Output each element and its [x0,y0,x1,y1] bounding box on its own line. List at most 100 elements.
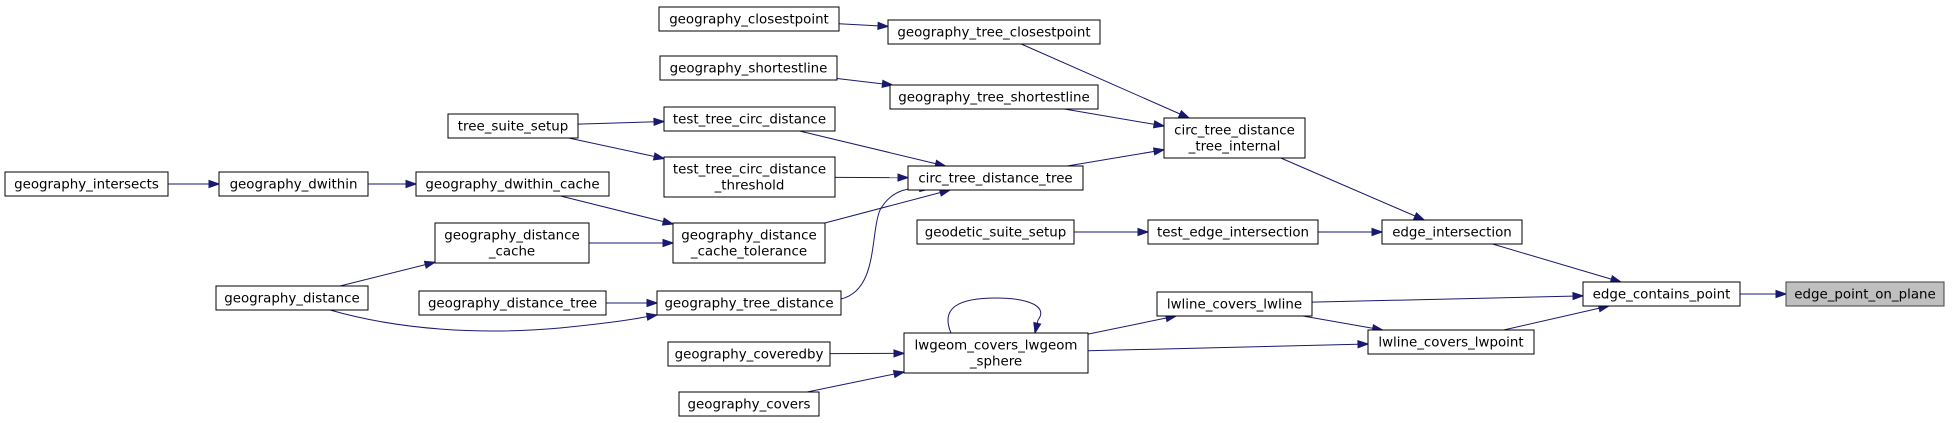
edge-test_edge_intersection-to-edge_intersection [1318,227,1384,237]
edge-line [807,371,905,393]
edge-geography_distance-to-geography_distance_cache [339,260,437,287]
node-box [415,171,610,197]
arrowhead [1572,291,1585,301]
node-lwline-covers-lwline[interactable]: lwline_covers_lwline [1156,291,1313,317]
edge-line [1021,43,1190,119]
node-geography-distance-cache[interactable]: geography_distance_cache [434,222,590,264]
edge-geography_covers-to-lwgeom_covers_lwgeom_sphere [807,370,906,393]
edge-geography_coveredby-to-lwgeom_covers_lwgeom_sphere [829,349,906,358]
edge-geography_distance_tree-to-geography_tree_distance [606,298,659,308]
node-geography-distance[interactable]: geography_distance [215,285,369,311]
edge-geography_shortestline-to-geography_tree_shortestline [836,77,894,88]
node-label: geography_distance [681,229,817,244]
arrowhead [1412,211,1426,221]
edge-line [1280,157,1425,221]
edge-line [568,137,665,160]
edge-line [947,297,1042,334]
node-circ-tree-distance-tree-internal[interactable]: circ_tree_distance_tree_internal [1163,117,1306,159]
edge-line [339,261,436,287]
node-box [447,113,579,139]
node-box [418,290,607,316]
node-box [1163,117,1306,159]
node-label: edge_point_on_plane [1794,288,1936,303]
node-box [903,332,1089,374]
node-geography-distance-cache-tolerance[interactable]: geography_distance_cache_tolerance [672,222,826,264]
node-label: lwline_covers_lwpoint [1378,336,1523,351]
node-label: _cache [488,245,535,260]
node-box [887,19,1101,45]
node-box [215,285,369,311]
node-tree-suite-setup[interactable]: tree_suite_setup [447,113,579,139]
edge-line [1302,315,1383,331]
node-box [658,6,840,32]
edge-edge_intersection-to-edge_contains_point [1492,243,1623,284]
node-geography-shortestline[interactable]: geography_shortestline [659,55,838,81]
node-geography-intersects[interactable]: geography_intersects [4,171,169,197]
arrowhead [1775,289,1788,299]
node-label: _cache_tolerance [690,245,807,260]
node-box [434,222,590,264]
node-lwgeom-covers-lwgeom-sphere[interactable]: lwgeom_covers_lwgeom_sphere [903,332,1089,374]
node-circ-tree-distance-tree[interactable]: circ_tree_distance_tree [907,165,1084,191]
node-edge-contains-point[interactable]: edge_contains_point [1582,281,1741,307]
node-label: test_tree_circ_distance [673,163,826,178]
edge-lwline_covers_lwline-to-edge_contains_point [1311,291,1585,303]
node-label: circ_tree_distance_tree [918,172,1072,187]
node-box [1367,329,1535,355]
edge-lwgeom_covers_lwgeom_sphere-to-lwline_covers_lwpoint [1087,340,1370,352]
edge-line [840,187,921,300]
node-edge-point-on-plane[interactable]: edge_point_on_plane [1785,281,1945,307]
node-label: geography_closestpoint [669,13,829,28]
node-box [667,341,831,367]
node-box [678,391,820,417]
edge-circ_tree_distance_tree-to-circ_tree_distance_tree_internal [1067,147,1166,167]
node-box [1582,281,1741,307]
node-geography-tree-shortestline[interactable]: geography_tree_shortestline [889,84,1099,110]
edge-line [577,121,665,125]
node-label: _tree_internal [1188,140,1281,155]
node-geography-dwithin-cache[interactable]: geography_dwithin_cache [415,171,610,197]
node-box [4,171,169,197]
node-label: geography_dwithin_cache [425,178,599,193]
node-label: geodetic_suite_setup [925,226,1067,241]
arrowhead [646,298,659,308]
arrowhead [1177,109,1191,119]
node-geography-tree-distance[interactable]: geography_tree_distance [656,290,842,316]
arrowhead [1033,321,1042,335]
edge-edge_contains_point-to-edge_point_on_plane [1740,289,1788,299]
node-label: geography_tree_shortestline [898,91,1089,106]
node-label: geography_tree_distance [664,297,833,312]
node-geodetic-suite-setup[interactable]: geodetic_suite_setup [916,219,1075,245]
node-geography-closestpoint[interactable]: geography_closestpoint [658,6,840,32]
node-edge-intersection[interactable]: edge_intersection [1381,219,1523,245]
node-layer: edge_point_on_plane edge_contains_point ed… [4,6,1945,417]
edge-line [1087,343,1369,352]
node-box [907,165,1084,191]
node-geography-coveredby[interactable]: geography_coveredby [667,341,831,367]
node-geography-tree-closestpoint[interactable]: geography_tree_closestpoint [887,19,1101,45]
arrowhead [652,152,666,161]
node-label: geography_tree_closestpoint [897,26,1090,41]
arrowhead [645,312,659,321]
arrowhead [877,21,890,31]
node-lwline-covers-lwpoint[interactable]: lwline_covers_lwpoint [1367,329,1535,355]
edge-geography_dwithin-to-geography_dwithin_cache [368,179,418,189]
node-label: test_edge_intersection [1157,226,1309,241]
arrowhead [662,238,675,248]
arrowhead [893,349,906,358]
node-test-edge-intersection[interactable]: test_edge_intersection [1147,219,1319,245]
edge-line [1087,315,1177,335]
edge-lwline_covers_lwpoint-to-edge_contains_point [1503,304,1611,331]
arrowhead [208,179,221,189]
node-test-tree-circ-distance-threshold[interactable]: test_tree_circ_distance_threshold [663,156,836,198]
edge-lwgeom_covers_lwgeom_sphere-to-lwline_covers_lwline [1087,313,1178,335]
edge-test_tree_circ_distance_threshold-to-circ_tree_distance_tree [834,173,910,182]
arrowhead [405,179,418,189]
node-label: lwgeom_covers_lwgeom [915,339,1078,354]
edge-geography_distance-to-geography_tree_distance [329,309,659,332]
node-geography-covers[interactable]: geography_covers [678,391,820,417]
node-geography-dwithin[interactable]: geography_dwithin [218,171,369,197]
node-box [916,219,1075,245]
node-geography-distance-tree[interactable]: geography_distance_tree [418,290,607,316]
node-test-tree-circ-distance[interactable]: test_tree_circ_distance [663,106,836,132]
